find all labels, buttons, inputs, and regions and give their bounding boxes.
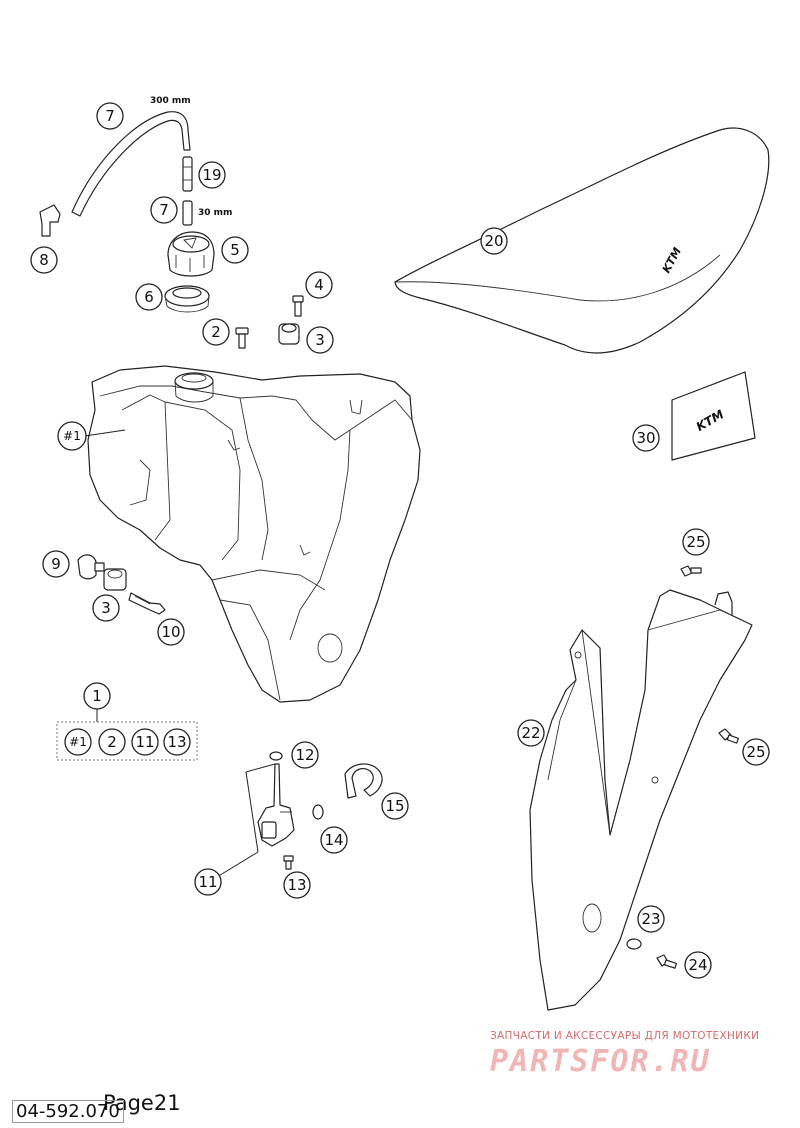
hose-connector xyxy=(182,156,193,192)
callout-label: 6 xyxy=(144,288,154,306)
screw-25-side xyxy=(718,728,739,744)
callout-7-short: 7 xyxy=(150,196,178,224)
bushing-top xyxy=(278,323,300,345)
callout-2: 2 xyxy=(202,318,230,346)
kit-label: 2 xyxy=(107,733,117,751)
fuel-cap xyxy=(167,231,215,277)
callout-label: 2 xyxy=(211,323,221,341)
callout-label: 8 xyxy=(39,251,49,269)
callout-20: 20 xyxy=(480,227,508,255)
fuel-tank xyxy=(87,365,421,703)
callout-tank: #1 xyxy=(57,421,87,451)
fuel-hose-15 xyxy=(344,763,383,799)
callout-label: 30 xyxy=(636,429,655,447)
page-label: Page21 xyxy=(103,1091,181,1115)
kit-item-tank: #1 xyxy=(64,728,92,756)
bolt-10 xyxy=(128,592,166,615)
washer-23 xyxy=(626,938,642,950)
callout-1: 1 xyxy=(83,682,111,710)
callout-7-long: 7 xyxy=(96,102,124,130)
callout-22: 22 xyxy=(517,719,545,747)
kit-item-2: 2 xyxy=(98,728,126,756)
callout-9: 9 xyxy=(42,550,70,578)
callout-label: 7 xyxy=(159,201,169,219)
callout-label: 3 xyxy=(315,331,325,349)
callout-24: 24 xyxy=(684,951,712,979)
kit-label: 13 xyxy=(167,733,186,751)
callout-6: 6 xyxy=(135,283,163,311)
callout-label: 13 xyxy=(287,876,306,894)
hose-long-dimension: 300 mm xyxy=(150,96,191,106)
callout-label: 24 xyxy=(688,956,707,974)
side-cover xyxy=(529,589,753,1011)
callout-5: 5 xyxy=(221,236,249,264)
callout-25-top: 25 xyxy=(682,528,710,556)
callout-label: 4 xyxy=(314,276,324,294)
clamp-14 xyxy=(312,804,324,820)
callout-label: 15 xyxy=(385,797,404,815)
kit-box xyxy=(56,721,198,761)
callout-10: 10 xyxy=(157,618,185,646)
kit-item-11: 11 xyxy=(131,728,159,756)
callout-label: 19 xyxy=(202,166,221,184)
screw-2 xyxy=(235,327,249,349)
callout-15: 15 xyxy=(381,792,409,820)
callout-label: 11 xyxy=(198,873,217,891)
callout-label: #1 xyxy=(63,429,81,443)
bushing-lower xyxy=(103,568,127,591)
watermark-tagline: ЗАПЧАСТИ И АКСЕССУАРЫ ДЛЯ МОТОТЕХНИКИ xyxy=(490,1030,760,1042)
callout-3-lower: 3 xyxy=(92,594,120,622)
callout-label: 22 xyxy=(521,724,540,742)
callout-14: 14 xyxy=(320,826,348,854)
elbow-fitting xyxy=(39,204,61,237)
kit-label: 11 xyxy=(135,733,154,751)
callout-label: 9 xyxy=(51,555,61,573)
callout-label: 23 xyxy=(641,910,660,928)
screw-4 xyxy=(292,295,304,317)
callout-label: 1 xyxy=(92,687,102,705)
kit-item-13: 13 xyxy=(163,728,191,756)
cap-gasket xyxy=(164,285,210,313)
callout-8: 8 xyxy=(30,246,58,274)
callout-4: 4 xyxy=(305,271,333,299)
callout-3-top: 3 xyxy=(306,326,334,354)
callout-23: 23 xyxy=(637,905,665,933)
callout-label: 12 xyxy=(295,746,314,764)
screw-13 xyxy=(283,855,294,870)
hose-short-dimension: 30 mm xyxy=(198,208,232,218)
tank-sticker: KTM xyxy=(671,371,756,461)
callout-11: 11 xyxy=(194,868,222,896)
callout-label: 20 xyxy=(484,232,503,250)
document-number: 04-592.070 xyxy=(12,1100,124,1123)
callout-label: 25 xyxy=(686,533,705,551)
fuel-tap xyxy=(257,763,295,847)
o-ring-12 xyxy=(269,751,283,761)
callout-19: 19 xyxy=(198,161,226,189)
callout-25-side: 25 xyxy=(742,738,770,766)
callout-label: 3 xyxy=(101,599,111,617)
callout-12: 12 xyxy=(291,741,319,769)
watermark-logo: PARTSFOR.RU xyxy=(490,1044,711,1079)
screw-25-top xyxy=(680,565,702,577)
screw-9 xyxy=(77,554,105,580)
watermark: ЗАПЧАСТИ И АКСЕССУАРЫ ДЛЯ МОТОТЕХНИКИ PA… xyxy=(490,1030,790,1079)
callout-label: 25 xyxy=(746,743,765,761)
callout-label: 5 xyxy=(230,241,240,259)
callout-label: 10 xyxy=(161,623,180,641)
screw-24 xyxy=(656,954,678,969)
breather-hose-short: 30 mm xyxy=(182,200,232,226)
callout-30: 30 xyxy=(632,424,660,452)
callout-label: 14 xyxy=(324,831,343,849)
seat: KTM xyxy=(394,127,770,354)
breather-hose-long: 300 mm xyxy=(71,96,191,217)
kit-label: #1 xyxy=(69,735,87,749)
callout-label: 7 xyxy=(105,107,115,125)
callout-13: 13 xyxy=(283,871,311,899)
